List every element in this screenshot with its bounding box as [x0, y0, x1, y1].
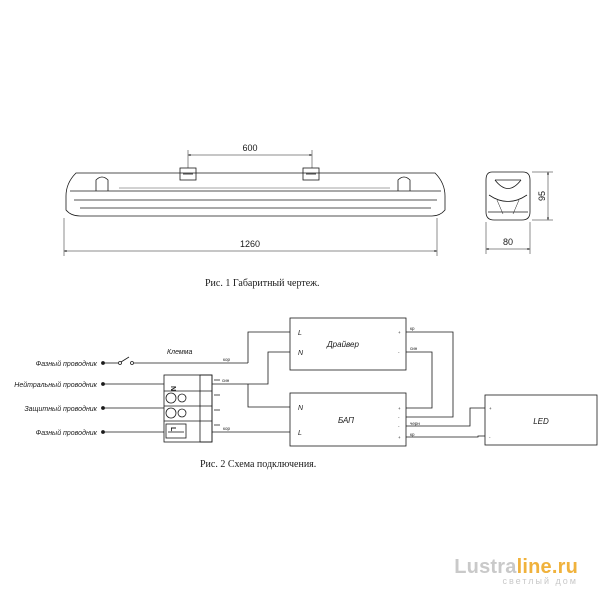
bap-in-n: N [298, 405, 304, 412]
driver-box [289, 317, 407, 371]
output-wires [406, 331, 485, 438]
dimension-width-value: 80 [503, 237, 513, 247]
bap-pin-4: + [398, 435, 401, 440]
driver-wire-plus: кр [410, 326, 415, 331]
dimension-length-value: 1260 [240, 239, 260, 249]
driver-in-l: L [298, 330, 302, 337]
led-plus: + [489, 406, 492, 411]
driver-name: Драйвер [326, 340, 359, 349]
terminal-letter-l: L [169, 427, 176, 432]
wire-color-kor-top: кор [223, 357, 231, 362]
bap-box [289, 392, 407, 447]
terminal-block [163, 374, 220, 443]
supply-wires [212, 331, 290, 433]
dimension-mount-spacing-value: 600 [242, 143, 257, 153]
watermark-tagline: светлый дом [502, 576, 578, 586]
label-phase-bottom: Фазный проводник [36, 429, 98, 437]
input-wires [101, 356, 248, 434]
bap-wire-4: кр [410, 432, 415, 437]
watermark-brand-b: line.ru [516, 556, 578, 578]
driver-wire-minus: син [410, 346, 418, 351]
driver-in-n: N [298, 350, 304, 357]
led-minus: - [489, 435, 491, 440]
bap-name: БАП [338, 416, 354, 425]
label-phase-top: Фазный проводник [36, 360, 98, 368]
fixture-end-view [485, 171, 531, 221]
bap-wire-3: черн [410, 421, 420, 426]
dimension-height [532, 171, 553, 221]
watermark-brand-a: Lustra [454, 556, 517, 578]
bap-pin-2: - [398, 415, 400, 420]
label-neutral: Нейтральный проводник [14, 381, 97, 389]
driver-out-minus: - [398, 350, 400, 355]
driver-out-plus: + [398, 330, 401, 335]
bap-pin-1: + [398, 406, 401, 411]
figure-2-caption: Рис. 2 Схема подключения. [200, 459, 316, 470]
fixture-side-view [65, 167, 446, 217]
figure-1-caption: Рис. 1 Габаритный чертеж. [205, 278, 320, 289]
dimension-height-value: 95 [537, 191, 547, 201]
wire-color-kor-bottom: кор [223, 426, 231, 431]
label-ground: Защитный проводник [24, 405, 97, 413]
dimension-width [485, 222, 531, 254]
led-name: LED [533, 417, 549, 426]
figure-1-dimension-drawing [63, 150, 553, 256]
dimension-mount-spacing [187, 150, 313, 168]
terminal-letter-n: N [169, 386, 176, 391]
label-terminal: Клемма [167, 349, 192, 356]
led-box [484, 394, 598, 446]
watermark-brand: Lustraline.ru [454, 556, 578, 579]
figure-2-wiring-diagram [101, 317, 598, 447]
dimension-length [63, 218, 438, 256]
watermark-logo: Lustraline.ru светлый дом [454, 556, 578, 586]
bap-pin-3: - [398, 424, 400, 429]
bap-in-l: L [298, 430, 302, 437]
wire-color-sin: син [222, 378, 230, 383]
